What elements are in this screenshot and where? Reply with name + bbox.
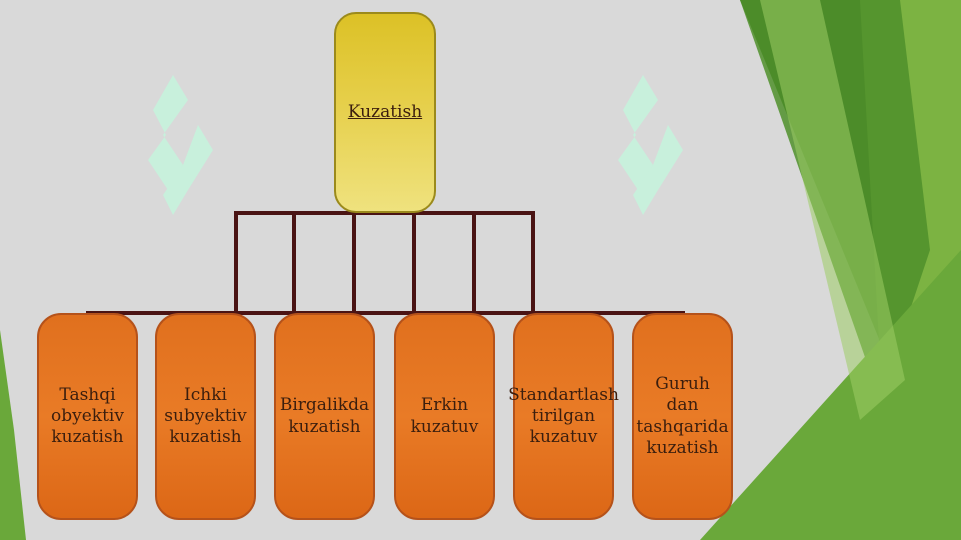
child-node-label: Tashqi obyektiv kuzatish [51, 384, 124, 448]
child-node-3: Birgalikda kuzatish [274, 313, 375, 520]
green-triangle-bottom [700, 250, 961, 540]
child-node-label: Guruh dan tashqarida kuzatish [636, 374, 729, 458]
child-node-label: Erkin kuzatuv [410, 395, 479, 437]
child-node-label: Birgalikda kuzatish [279, 395, 370, 437]
child-node-2: Ichki subyektiv kuzatish [155, 313, 256, 520]
child-node-label: Ichki subyektiv kuzatish [164, 384, 247, 448]
child-node-4: Erkin kuzatuv [394, 313, 495, 520]
root-node: Kuzatish [334, 12, 436, 213]
child-node-1: Tashqi obyektiv kuzatish [37, 313, 138, 520]
green-left-accent [0, 330, 26, 540]
child-node-5: Standartlash tirilgan kuzatuv [508, 313, 619, 520]
child-node-label: Standartlash tirilgan kuzatuv [508, 384, 619, 448]
root-node-label: Kuzatish [347, 101, 423, 122]
child-node-6: Guruh dan tashqarida kuzatish [632, 313, 733, 520]
green-triangle-sheen [760, 0, 905, 420]
